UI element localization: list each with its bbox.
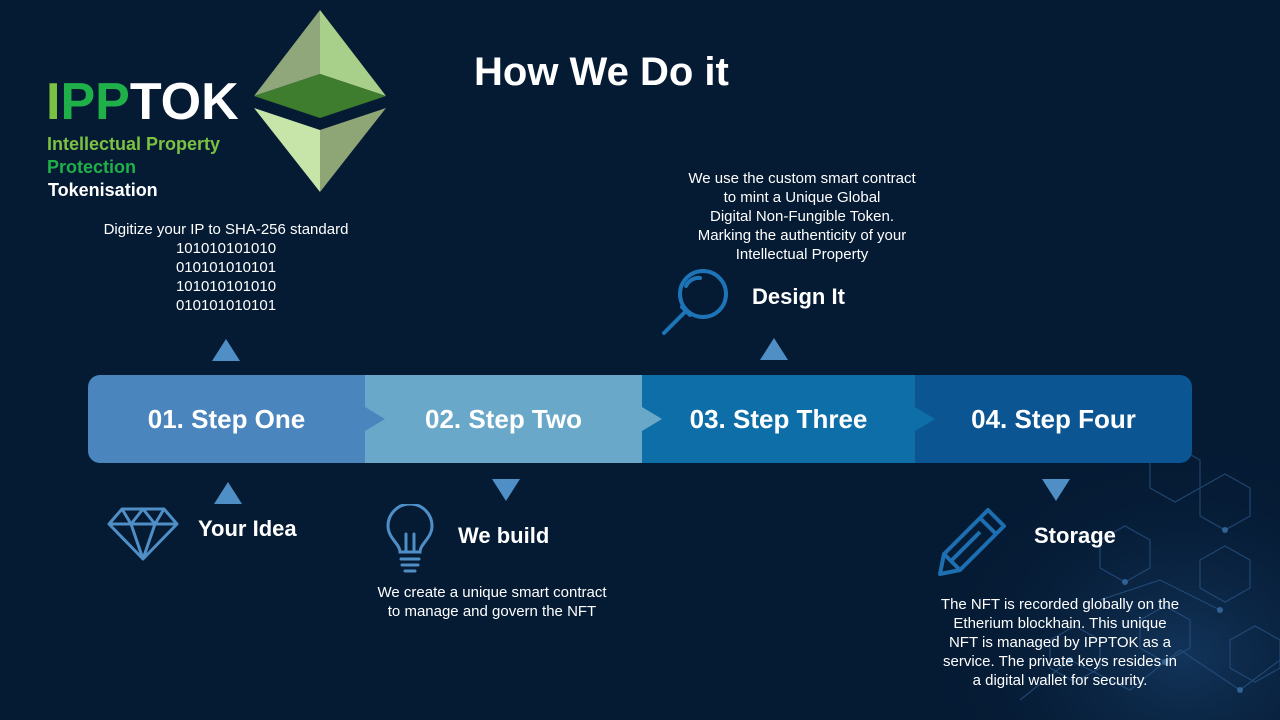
pointer-down-step-two [492, 479, 520, 501]
note-line: We create a unique smart contract [377, 584, 607, 601]
pointer-up-your-idea [214, 482, 242, 504]
storage-label: Storage [1034, 523, 1116, 548]
note-line: 101010101010 [175, 240, 277, 257]
design-it-label: Design It [752, 284, 845, 309]
note-line: Intellectual Property [735, 246, 869, 263]
note-line: to mint a Unique Global [723, 189, 881, 206]
pointer-up-step-one [212, 339, 240, 361]
pencil-icon [938, 508, 1006, 576]
pointer-up-step-three [760, 338, 788, 360]
chevron-arrow-icon [365, 407, 385, 431]
step-three-label: 03. Step Three [689, 403, 868, 434]
logo-subtitle-line-2: Protection [47, 157, 137, 177]
note-line: 101010101010 [175, 278, 277, 295]
page-title: How We Do it [474, 50, 729, 94]
chevron-arrow-icon [915, 407, 935, 431]
your-idea-note: Digitize your IP to SHA-256 standard 101… [76, 220, 376, 315]
note-line: We use the custom smart contract [688, 170, 916, 187]
note-line: Marking the authenticity of your [697, 227, 907, 244]
note-line: NFT is managed by IPPTOK as a [948, 634, 1172, 651]
storage-note: The NFT is recorded globally on the Ethe… [910, 595, 1210, 690]
note-line: to manage and govern the NFT [387, 603, 597, 620]
step-one-segment: 01. Step One [88, 375, 385, 463]
magnifier-icon [662, 269, 728, 335]
logo-letters-pp: PP [60, 73, 130, 131]
pointer-down-step-four [1042, 479, 1070, 501]
diamond-icon [107, 507, 179, 561]
we-build-label: We build [458, 523, 550, 548]
we-build-note: We create a unique smart contract to man… [342, 583, 642, 621]
chevron-arrow-icon [642, 407, 662, 431]
step-two-segment: 02. Step Two [365, 375, 662, 463]
step-two-label: 02. Step Two [425, 403, 582, 434]
logo-letters-tok: TOK [129, 73, 239, 131]
step-three-segment: 03. Step Three [642, 375, 935, 463]
logo-letter-i: I [46, 73, 61, 131]
step-four-segment: 04. Step Four [915, 375, 1192, 463]
note-line: service. The private keys resides in [943, 653, 1177, 670]
design-it-note: We use the custom smart contract to mint… [652, 169, 952, 264]
logo-subtitle-line-3: Tokenisation [48, 180, 158, 200]
step-bar: 01. Step One 02. Step Two 03. Step Three… [88, 375, 1192, 463]
note-line: Digital Non-Fungible Token. [710, 208, 894, 225]
logo-subtitle-line-1: Intellectual Property [47, 134, 221, 154]
your-idea-label: Your Idea [198, 516, 297, 541]
logo-wordmark: IPPTOK [46, 72, 239, 132]
note-line: The NFT is recorded globally on the [940, 596, 1180, 613]
step-one-label: 01. Step One [147, 403, 306, 434]
lightbulb-icon [386, 504, 434, 573]
note-line: Digitize your IP to SHA-256 standard [103, 221, 349, 238]
note-line: 010101010101 [175, 259, 277, 276]
note-line: Etherium blockhain. This unique [953, 615, 1167, 632]
note-line: 010101010101 [175, 297, 277, 314]
step-four-label: 04. Step Four [971, 403, 1136, 434]
ethereum-logo-icon [254, 10, 386, 192]
note-line: a digital wallet for security. [972, 672, 1148, 689]
